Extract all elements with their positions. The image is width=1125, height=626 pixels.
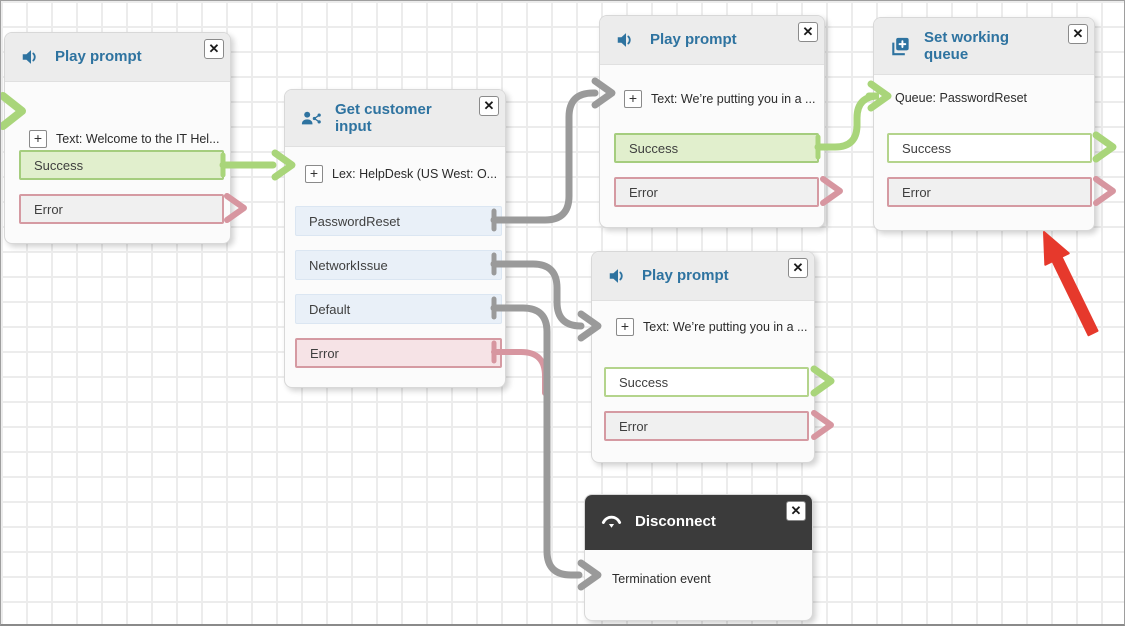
expand-plus-button[interactable]: +: [616, 318, 634, 336]
expand-plus-button[interactable]: +: [29, 130, 47, 148]
branch-label: PasswordReset: [309, 213, 401, 229]
branch-error[interactable]: Error: [19, 194, 224, 224]
phone-down-icon: [599, 510, 623, 534]
connector-default-to-disconnect: [490, 296, 602, 591]
speaker-icon: [19, 45, 43, 69]
branch-passwordreset[interactable]: PasswordReset: [295, 206, 502, 236]
connector-passwordreset-to-playprompt: [490, 77, 616, 232]
param-text: Termination event: [612, 572, 711, 586]
branch-success[interactable]: Success: [614, 133, 819, 163]
expand-plus-button[interactable]: +: [624, 90, 642, 108]
lex-parameter: + Lex: HelpDesk (US West: O...: [305, 165, 497, 183]
block-header: Play prompt ✕: [592, 252, 814, 301]
success-stub-arrow[interactable]: [810, 365, 835, 397]
close-icon[interactable]: ✕: [1068, 24, 1088, 44]
block-play-prompt-welcome[interactable]: Play prompt ✕ + Text: Welcome to the IT …: [4, 32, 231, 244]
param-text: Text: Welcome to the IT Hel...: [56, 132, 220, 146]
speaker-icon: [614, 28, 638, 52]
branch-label: Error: [34, 201, 63, 217]
param-text: Text: We’re putting you in a ...: [651, 92, 816, 106]
person-branch-icon: [299, 106, 323, 130]
close-icon[interactable]: ✕: [786, 501, 806, 521]
branch-success[interactable]: Success: [887, 133, 1092, 163]
error-stub-arrow[interactable]: [1093, 176, 1116, 206]
branch-label: Success: [629, 140, 679, 156]
block-play-prompt-middle[interactable]: Play prompt ✕ + Text: We’re putting you …: [591, 251, 815, 463]
branch-label: Success: [902, 140, 952, 156]
branch-label: Error: [902, 184, 931, 200]
block-title: Get customer input: [335, 100, 432, 135]
param-text: Lex: HelpDesk (US West: O...: [332, 167, 498, 181]
block-play-prompt-top[interactable]: Play prompt ✕ + Text: We’re putting you …: [599, 15, 825, 228]
connector-success-to-getinput: [219, 149, 296, 181]
connector-networkissue-to-playprompt: [490, 252, 602, 342]
close-icon[interactable]: ✕: [204, 39, 224, 59]
prompt-parameter: + Text: We’re putting you in a ...: [624, 90, 815, 108]
termination-event-text: Termination event: [612, 572, 711, 586]
speaker-icon: [606, 264, 630, 288]
error-stub-arrow[interactable]: [820, 176, 843, 206]
prompt-parameter: + Text: We’re putting you in a ...: [616, 318, 807, 336]
queue-parameter: Queue: PasswordReset: [895, 91, 1027, 105]
branch-success[interactable]: Success: [604, 367, 809, 397]
block-title: Disconnect: [635, 513, 716, 531]
close-icon[interactable]: ✕: [798, 22, 818, 42]
block-title: Play prompt: [55, 48, 142, 66]
close-icon[interactable]: ✕: [788, 258, 808, 278]
branch-label: Default: [309, 301, 351, 317]
branch-label: Error: [310, 345, 339, 361]
block-header: Set working queue ✕: [874, 18, 1094, 75]
add-queue-icon: [888, 34, 912, 58]
param-text: Text: We’re putting you in a ...: [643, 320, 808, 334]
block-disconnect[interactable]: Disconnect ✕ Termination event: [584, 494, 813, 621]
branch-error[interactable]: Error: [295, 338, 502, 368]
block-header: Disconnect ✕: [585, 495, 812, 550]
branch-label: Success: [34, 157, 84, 173]
block-header: Get customer input ✕: [285, 90, 505, 147]
block-get-customer-input[interactable]: Get customer input ✕ + Lex: HelpDesk (US…: [284, 89, 506, 388]
branch-error[interactable]: Error: [604, 411, 809, 441]
annotation-red-arrow: [1043, 231, 1099, 337]
branch-error[interactable]: Error: [887, 177, 1092, 207]
branch-success[interactable]: Success: [19, 150, 224, 180]
block-title: Play prompt: [650, 31, 737, 49]
branch-default[interactable]: Default: [295, 294, 502, 324]
branch-label: NetworkIssue: [309, 257, 388, 273]
branch-networkissue[interactable]: NetworkIssue: [295, 250, 502, 280]
branch-label: Success: [619, 374, 669, 390]
prompt-parameter: + Text: Welcome to the IT Hel...: [29, 130, 220, 148]
expand-plus-button[interactable]: +: [305, 165, 323, 183]
block-header: Play prompt ✕: [600, 16, 824, 65]
block-title: Set working queue: [924, 28, 1010, 63]
block-header: Play prompt ✕: [5, 33, 230, 82]
block-title: Play prompt: [642, 267, 729, 285]
block-set-working-queue[interactable]: Set working queue ✕ Queue: PasswordReset…: [873, 17, 1095, 231]
branch-error[interactable]: Error: [614, 177, 819, 207]
error-stub-arrow[interactable]: [811, 410, 834, 440]
branch-label: Error: [629, 184, 658, 200]
param-text: Queue: PasswordReset: [895, 91, 1028, 105]
branch-label: Error: [619, 418, 648, 434]
success-stub-arrow[interactable]: [1092, 131, 1117, 163]
close-icon[interactable]: ✕: [479, 96, 499, 116]
